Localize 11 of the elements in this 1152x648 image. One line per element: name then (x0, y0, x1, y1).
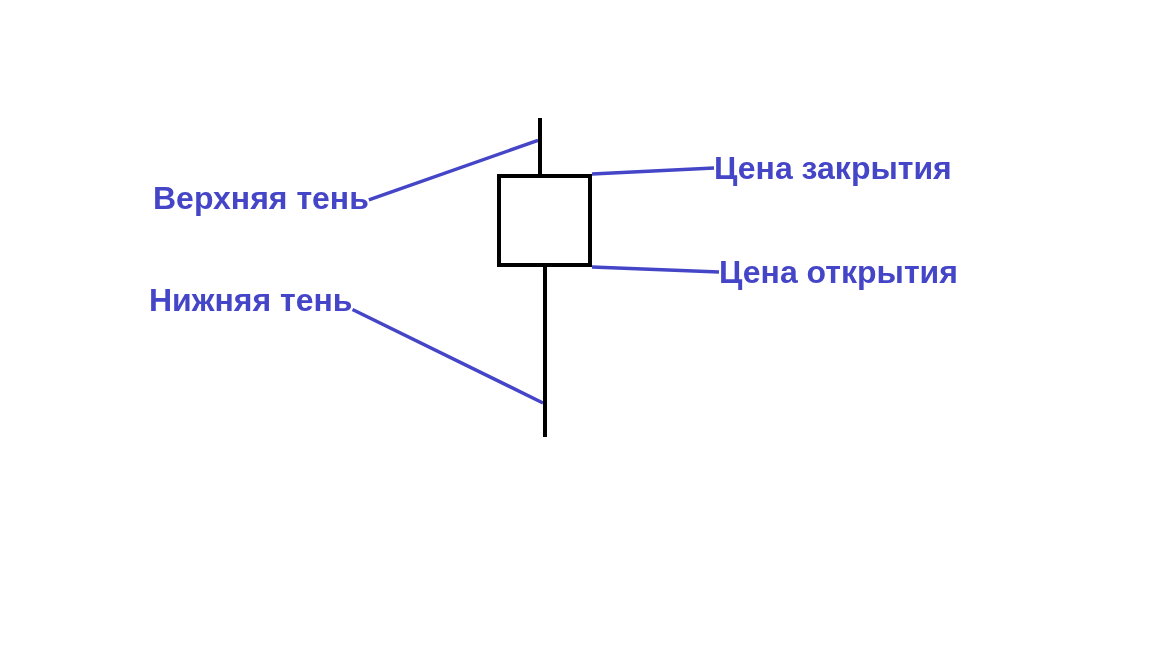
callout-label: Нижняя тень (149, 281, 353, 319)
callout-label: Цена открытия (719, 253, 958, 291)
callout-label: Верхняя тень (153, 179, 369, 217)
leader-line (591, 166, 715, 176)
candle-body (497, 174, 592, 267)
leader-line (368, 138, 539, 202)
leader-line (591, 265, 720, 274)
upper-wick (538, 118, 542, 174)
lower-wick (543, 267, 547, 437)
leader-line (351, 307, 544, 405)
callout-label: Цена закрытия (714, 149, 952, 187)
